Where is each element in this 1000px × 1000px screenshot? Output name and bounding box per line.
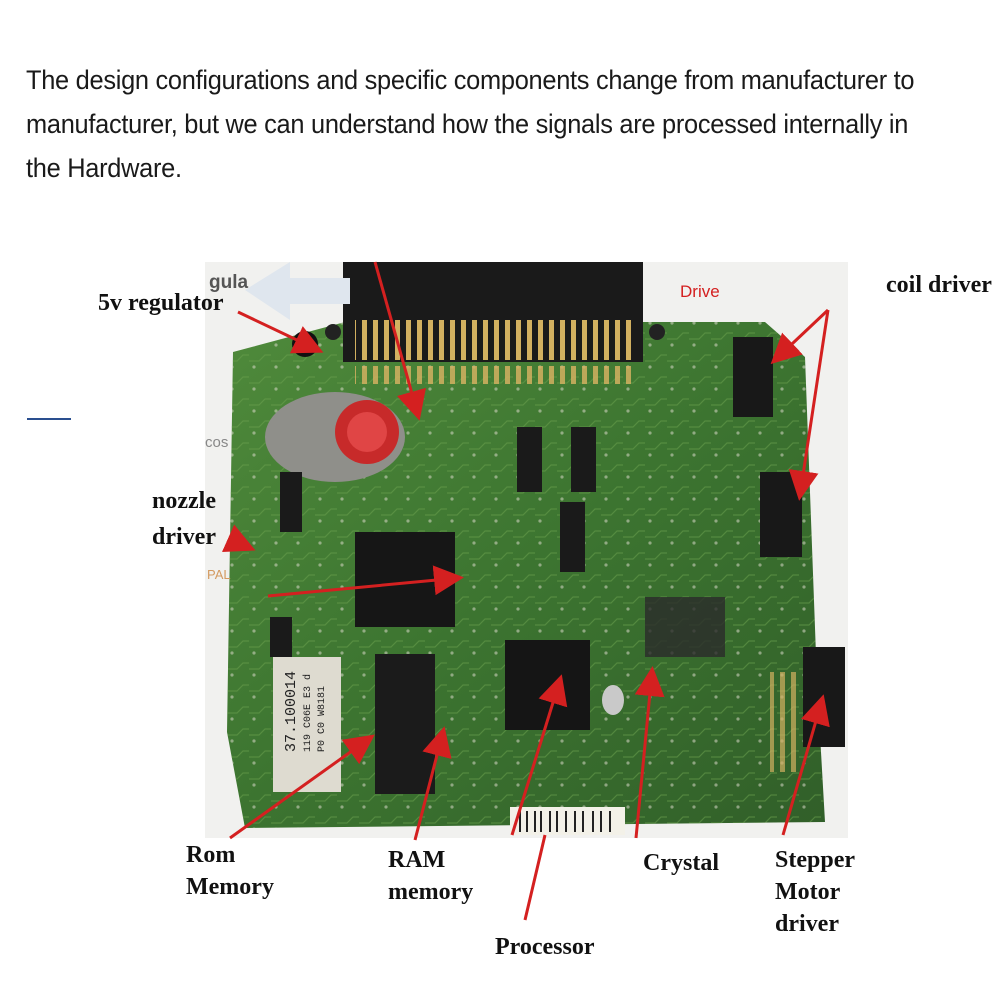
label-5v-regulator: 5v regulator <box>98 290 224 316</box>
intro-paragraph: The design configurations and specific c… <box>26 65 915 183</box>
label-crystal: Crystal <box>643 850 719 876</box>
label-coil-driver: coil driver <box>886 272 992 298</box>
arrow-processor-2 <box>523 834 547 921</box>
board-print-left-mid: cos <box>205 434 229 451</box>
rom-chip-text-2: 119 C06E E3 d <box>303 673 314 752</box>
ecu-board-photo: gula Drive cos PAL 37.100014 119 C06E E3… <box>205 262 848 838</box>
label-rom-memory-1: Rom <box>186 842 236 868</box>
label-nozzle-driver-2: driver <box>152 524 216 550</box>
rom-chip-text-3: P0 C0 W8181 <box>317 685 328 752</box>
label-stepper-2: Motor <box>775 879 841 905</box>
label-stepper-3: driver <box>775 911 839 937</box>
divider-line <box>27 418 71 420</box>
label-stepper-1: Stepper <box>775 847 855 873</box>
pcb-illustration <box>205 262 848 838</box>
board-print-left-low: PAL <box>207 567 231 582</box>
label-ram-memory-2: memory <box>388 879 474 905</box>
label-nozzle-driver-1: nozzle <box>152 488 216 514</box>
label-rom-memory-2: Memory <box>186 874 274 900</box>
board-print-top-right: Drive <box>680 282 720 301</box>
board-print-top-left: gula <box>209 272 249 293</box>
label-processor: Processor <box>495 934 595 960</box>
rom-chip-text-1: 37.100014 <box>283 670 300 752</box>
label-ram-memory-1: RAM <box>388 847 446 873</box>
